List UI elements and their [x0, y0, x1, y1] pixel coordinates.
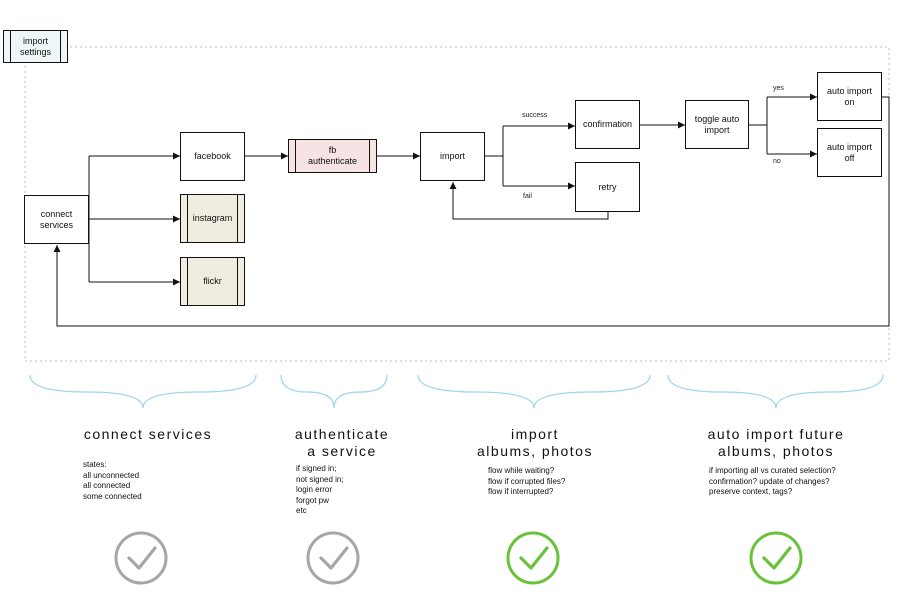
fb-authenticate-node[interactable]: fb authenticate: [288, 139, 377, 173]
section-notes-connect: states: all unconnected all connected so…: [83, 460, 142, 502]
brace-import: [417, 374, 651, 409]
yes-edge-label: yes: [773, 85, 784, 92]
note-line: all connected: [83, 481, 131, 490]
green-check-icon: [506, 531, 560, 585]
import-settings-tab[interactable]: import settings: [3, 30, 68, 63]
flickr-label: flickr: [203, 276, 222, 286]
section-title-auto-import: auto import future albums, photos: [707, 426, 845, 459]
no-edge-label: no: [773, 158, 781, 165]
auto-import-on-node[interactable]: auto import on: [817, 72, 882, 121]
note-line: if importing all vs curated selection?: [709, 466, 836, 475]
retry-node[interactable]: retry: [575, 162, 640, 212]
section-notes-import: flow while waiting? flow if corrupted fi…: [488, 466, 565, 498]
note-line: states:: [83, 460, 107, 469]
note-line: all unconnected: [83, 470, 140, 480]
section-notes-authenticate: if signed in; not signed in; login error…: [296, 464, 344, 517]
note-line: etc: [296, 506, 307, 515]
section-braces: [29, 374, 884, 409]
section-title-import: import albums, photos: [477, 426, 593, 459]
retry-loop-connector: [449, 182, 609, 220]
brace-connect: [29, 374, 257, 409]
brace-authenticate: [280, 374, 388, 409]
success-edge-label: success: [522, 112, 548, 119]
green-check-icon: [749, 531, 803, 585]
auto-import-on-label: auto import on: [826, 85, 873, 107]
toggle-branch-connector: [749, 93, 817, 158]
facebook-node[interactable]: facebook: [180, 132, 245, 181]
section-notes-auto-import: if importing all vs curated selection? c…: [709, 466, 836, 498]
section-title-connect: connect services: [83, 426, 213, 442]
gray-check-icon: [306, 531, 360, 585]
import-label: import: [439, 151, 465, 161]
fail-edge-label: fail: [523, 193, 532, 200]
note-line: flow while waiting?: [488, 466, 555, 475]
note-line: not signed in;: [296, 474, 344, 484]
confirmation-node[interactable]: confirmation: [575, 100, 640, 149]
confirmation-label: confirmation: [582, 119, 633, 129]
auto-import-off-label: auto import off: [826, 141, 873, 163]
flickr-node[interactable]: flickr: [180, 257, 245, 306]
toggle-auto-import-label: toggle auto import: [694, 113, 740, 135]
note-line: flow if corrupted files?: [488, 476, 566, 486]
connect-services-node[interactable]: connect services: [24, 195, 89, 244]
retry-label: retry: [598, 181, 617, 192]
note-line: confirmation? update of changes?: [709, 476, 830, 486]
auto-import-off-node[interactable]: auto import off: [817, 128, 882, 177]
fb-authenticate-label: fb authenticate: [307, 145, 358, 166]
connect-fanout-connector: [88, 152, 180, 286]
note-line: login error: [296, 485, 333, 494]
import-node[interactable]: import: [420, 132, 485, 181]
instagram-node[interactable]: instagram: [180, 194, 245, 243]
note-line: preserve context, tags?: [709, 487, 793, 496]
note-line: flow if interrupted?: [488, 487, 554, 496]
import-branch-connector: [485, 122, 575, 190]
toggle-auto-import-node[interactable]: toggle auto import: [685, 100, 749, 149]
facebook-label: facebook: [194, 151, 231, 161]
import-settings-label: import settings: [19, 35, 52, 57]
note-line: forgot pw: [296, 495, 329, 505]
instagram-label: instagram: [192, 213, 233, 223]
note-line: some connected: [83, 491, 142, 501]
connect-services-label: connect services: [39, 208, 73, 230]
section-title-authenticate: authenticate a service: [294, 426, 390, 459]
return-loop-connector: [53, 96, 890, 327]
gray-check-icon: [114, 531, 168, 585]
settings-container: [24, 46, 890, 362]
brace-auto-import: [667, 374, 884, 409]
note-line: if signed in;: [296, 464, 337, 473]
